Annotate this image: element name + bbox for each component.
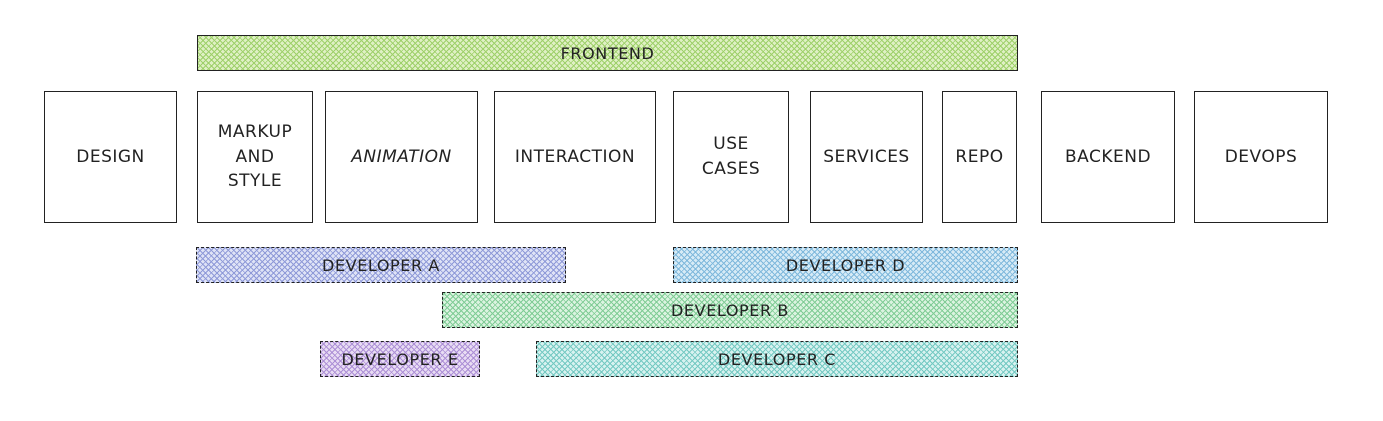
developer-d-band: DEVELOPER D xyxy=(673,247,1018,283)
design-box: DESIGN xyxy=(44,91,177,223)
backend-label: BACKEND xyxy=(1064,146,1152,167)
repo-label: REPO xyxy=(955,146,1004,167)
developer-d-label: DEVELOPER D xyxy=(785,255,906,275)
interaction-box: INTERACTION xyxy=(494,91,656,223)
devops-box: DEVOPS xyxy=(1194,91,1328,223)
markup-and-style-label: MARKUP AND STYLE xyxy=(217,122,293,192)
developer-b-band: DEVELOPER B xyxy=(442,292,1018,328)
animation-label: ANIMATION xyxy=(351,146,452,167)
developer-b-label: DEVELOPER B xyxy=(671,300,789,320)
interaction-label: INTERACTION xyxy=(514,146,636,167)
use-cases-box: USE CASES xyxy=(673,91,789,223)
developer-e-label: DEVELOPER E xyxy=(341,349,459,369)
frontend-band: FRONTEND xyxy=(197,35,1018,71)
devops-label: DEVOPS xyxy=(1224,146,1298,167)
developer-e-band: DEVELOPER E xyxy=(320,341,480,377)
developer-a-label: DEVELOPER A xyxy=(322,255,440,275)
frontend-label: FRONTEND xyxy=(560,43,655,63)
use-cases-label: USE CASES xyxy=(701,134,761,179)
design-label: DESIGN xyxy=(76,146,145,167)
repo-box: REPO xyxy=(942,91,1017,223)
developer-c-label: DEVELOPER C xyxy=(717,349,837,369)
markup-and-style-box: MARKUP AND STYLE xyxy=(197,91,313,223)
backend-box: BACKEND xyxy=(1041,91,1175,223)
developer-c-band: DEVELOPER C xyxy=(536,341,1018,377)
services-box: SERVICES xyxy=(810,91,923,223)
developer-a-band: DEVELOPER A xyxy=(196,247,566,283)
services-label: SERVICES xyxy=(823,146,910,167)
animation-box: ANIMATION xyxy=(325,91,478,223)
